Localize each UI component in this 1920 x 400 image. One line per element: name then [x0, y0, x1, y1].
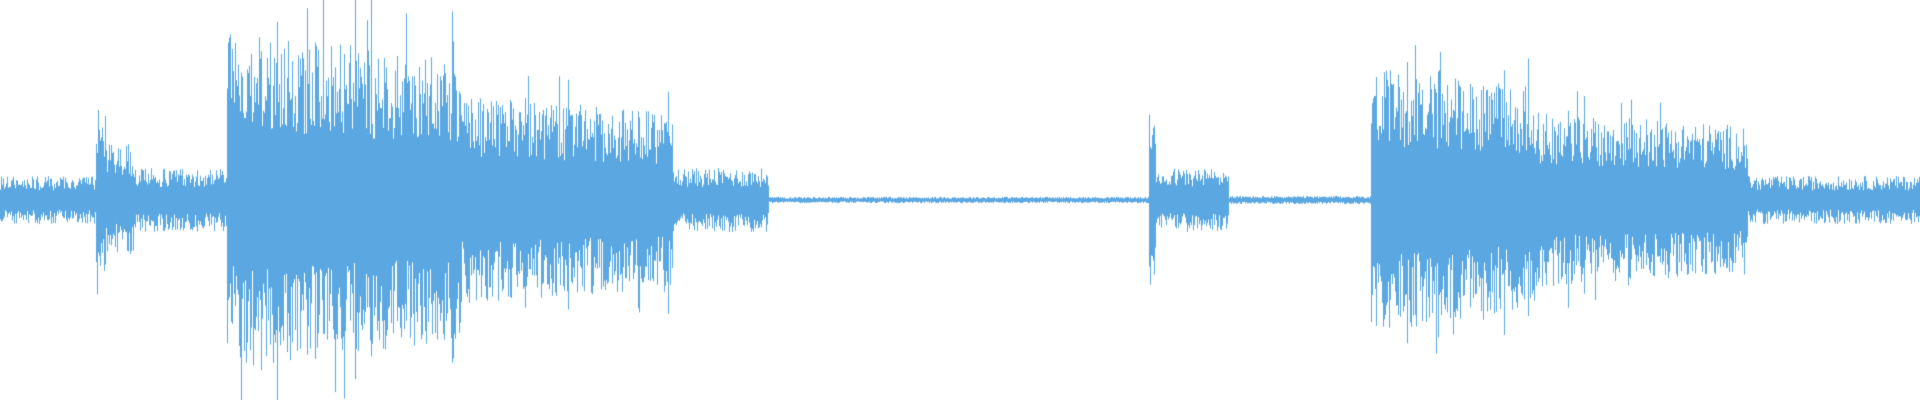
- audio-waveform[interactable]: [0, 0, 1920, 400]
- waveform-canvas[interactable]: [0, 0, 1920, 400]
